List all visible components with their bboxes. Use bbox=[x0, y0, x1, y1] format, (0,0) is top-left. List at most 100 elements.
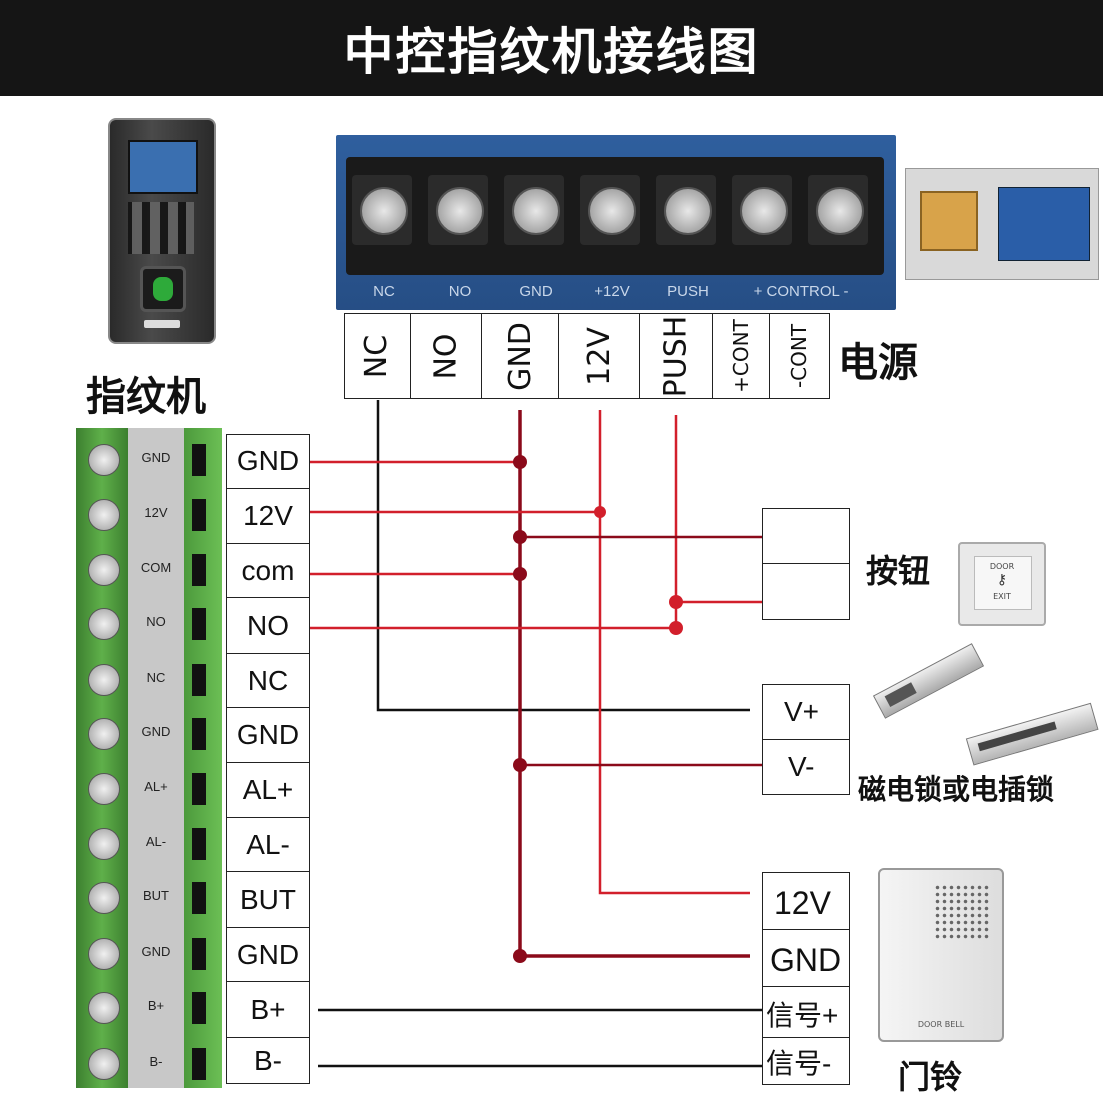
device-keypad bbox=[128, 202, 194, 254]
fp-terminal-screw bbox=[88, 664, 120, 696]
fp-terminal-label-text: B+ bbox=[250, 993, 286, 1025]
fp-terminal-screw bbox=[88, 444, 120, 476]
fp-terminal-screw bbox=[88, 992, 120, 1024]
junction-12v bbox=[594, 506, 606, 518]
fp-terminal-marking: NC bbox=[146, 670, 166, 685]
lock-vplus-text: V+ bbox=[784, 696, 820, 727]
board-label-strip: NC NO GND +12V PUSH + CONTROL - bbox=[346, 283, 884, 305]
page-title: 中控指纹机接线图 bbox=[343, 23, 760, 81]
fp-terminal-label: 12V bbox=[226, 489, 310, 544]
board-label-12v: +12V bbox=[594, 283, 630, 300]
bell-terminal-sig-plus bbox=[762, 986, 850, 1038]
fp-terminal-label: GND bbox=[226, 434, 310, 489]
power-label: 电源 bbox=[838, 340, 918, 386]
board-label-nc: NC bbox=[373, 283, 395, 300]
fp-terminal-marking: B+ bbox=[147, 998, 165, 1013]
fp-terminal-label-text: AL+ bbox=[242, 774, 294, 805]
junction-gnd-1 bbox=[513, 455, 527, 469]
fp-terminal-slot bbox=[192, 938, 206, 970]
board-screw bbox=[428, 175, 488, 245]
board-screw bbox=[808, 175, 868, 245]
board-screw bbox=[580, 175, 640, 245]
fp-terminal-slot bbox=[192, 773, 206, 805]
fp-terminal-marking: GND bbox=[141, 450, 171, 465]
junction-gnd-5 bbox=[513, 949, 527, 963]
bell-label: 门铃 bbox=[898, 1058, 963, 1096]
lock-label: 磁电锁或电插锁 bbox=[858, 773, 1055, 806]
power-terminal-nc: NC bbox=[344, 313, 411, 399]
fp-terminal-label: NC bbox=[226, 654, 310, 708]
fp-terminal-label-text: NO bbox=[247, 609, 289, 641]
fp-terminal-slot bbox=[192, 554, 206, 586]
fp-terminal-label: BUT bbox=[226, 872, 310, 928]
board-screw bbox=[732, 175, 792, 245]
junction-gnd-3 bbox=[513, 567, 527, 581]
device-logo bbox=[144, 320, 180, 328]
fp-terminal-label-text: NC bbox=[247, 664, 289, 696]
fp-terminal-marking: AL+ bbox=[144, 779, 168, 794]
fp-terminal-screw bbox=[88, 882, 120, 914]
board-label-push: PUSH bbox=[667, 283, 709, 300]
doorbell-image: DOOR BELL bbox=[878, 868, 1004, 1042]
fp-terminal-screw bbox=[88, 608, 120, 640]
button-label: 按钮 bbox=[866, 552, 931, 590]
wire-12v bbox=[598, 410, 750, 895]
device-screen bbox=[128, 140, 198, 194]
fp-terminal-screw bbox=[88, 773, 120, 805]
fp-terminal-label: B- bbox=[226, 1038, 310, 1084]
fp-terminal-slot bbox=[192, 992, 206, 1024]
fp-terminal-label-text: BUT bbox=[240, 883, 296, 915]
fp-terminal-label: B+ bbox=[226, 982, 310, 1038]
fp-terminal-slot bbox=[192, 828, 206, 860]
fp-terminal-label-text: com bbox=[241, 554, 295, 586]
fp-terminal-label-text: 12V bbox=[243, 500, 293, 531]
exit-button-image: DOOR ⚷ EXIT bbox=[958, 542, 1046, 626]
fp-terminal-screw bbox=[88, 1048, 120, 1080]
lock-vminus-text: V- bbox=[788, 751, 815, 782]
fp-terminal-marking: NO bbox=[146, 614, 166, 629]
power-box-image bbox=[905, 168, 1099, 280]
bolt-lock-image bbox=[866, 627, 999, 735]
power-board-image: NC NO GND +12V PUSH + CONTROL - bbox=[336, 135, 896, 310]
door-text: DOOR bbox=[989, 562, 1015, 571]
fp-terminal-label: AL- bbox=[226, 818, 310, 872]
junction-gnd-4 bbox=[513, 758, 527, 772]
fp-terminal-slot bbox=[192, 882, 206, 914]
fp-terminal-slot bbox=[192, 1048, 206, 1080]
fp-terminal-screw bbox=[88, 938, 120, 970]
lock-terminal-vminus bbox=[762, 739, 850, 795]
magnetic-lock-image bbox=[965, 702, 1100, 772]
fp-terminal-slot bbox=[192, 664, 206, 696]
power-terminal-strip bbox=[344, 313, 830, 399]
fingerprint-device-image bbox=[108, 118, 216, 344]
fp-terminal-label-text: GND bbox=[236, 938, 300, 970]
junction-gnd-2 bbox=[513, 530, 527, 544]
fp-terminal-label: NO bbox=[226, 598, 310, 654]
fp-terminal-slot bbox=[192, 444, 206, 476]
fp-terminal-label: AL+ bbox=[226, 763, 310, 818]
board-screw bbox=[352, 175, 412, 245]
bell-sig-minus-text: 信号- bbox=[766, 1048, 832, 1079]
fp-terminal-marking: GND bbox=[141, 724, 171, 739]
fp-terminal-slot bbox=[192, 499, 206, 531]
device-label: 指纹机 bbox=[86, 374, 206, 420]
fp-terminal-marking: BUT bbox=[143, 888, 169, 903]
power-terminal-no: NO bbox=[411, 313, 482, 399]
wire-gnd bbox=[518, 410, 750, 958]
bell-sig-plus-text: 信号+ bbox=[766, 1000, 839, 1031]
power-terminal-12v: 12V bbox=[559, 313, 640, 399]
power-terminal-minus-cont: -CONT bbox=[787, 323, 812, 389]
junction-push-1 bbox=[669, 595, 683, 609]
fp-terminal-marking: B- bbox=[149, 1054, 163, 1069]
fp-terminal-slot bbox=[192, 608, 206, 640]
fp-terminal-marking: AL- bbox=[145, 834, 167, 849]
bell-terminal-gnd bbox=[762, 929, 850, 987]
board-screw bbox=[656, 175, 716, 245]
fp-terminal-screw bbox=[88, 554, 120, 586]
fp-terminal-marking: COM bbox=[140, 560, 172, 575]
power-terminal-push: PUSH bbox=[640, 313, 713, 399]
power-terminal-plus-cont: +CONT bbox=[713, 313, 770, 399]
bell-terminal-sig-minus bbox=[762, 1037, 850, 1085]
board-screw bbox=[504, 175, 564, 245]
fp-terminal-marking: 12V bbox=[144, 505, 168, 520]
